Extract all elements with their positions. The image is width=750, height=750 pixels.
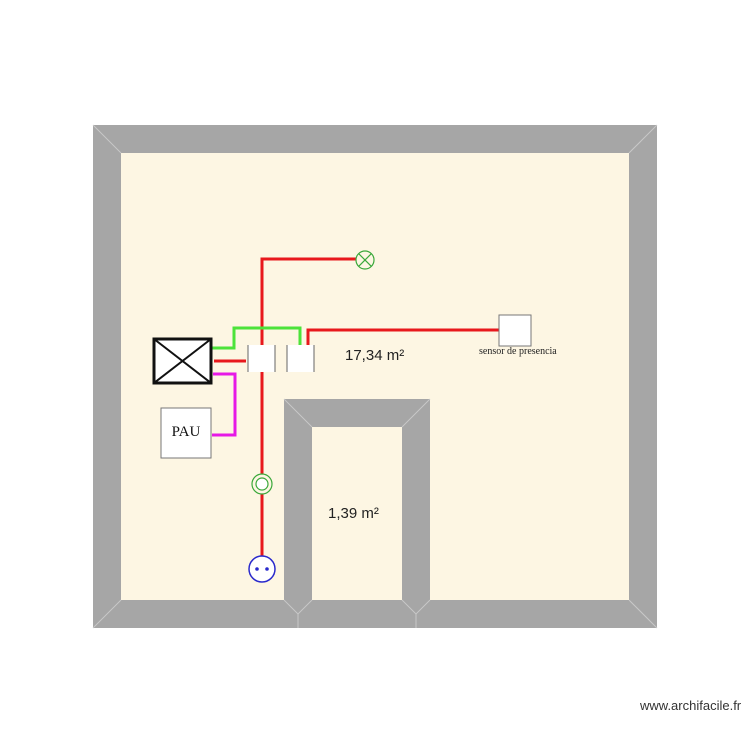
green-circuit bbox=[212, 326, 302, 350]
pau-box[interactable] bbox=[160, 407, 212, 459]
red-circuit-sensor bbox=[306, 328, 500, 345]
power-outlet-icon[interactable] bbox=[248, 555, 276, 583]
pau-label: PAU bbox=[171, 424, 201, 440]
wall-joints bbox=[92, 124, 658, 629]
small-room-area-label: 1,39 m² bbox=[328, 505, 379, 522]
red-circuit-light bbox=[260, 257, 357, 345]
main-room-area-label: 17,34 m² bbox=[345, 347, 405, 364]
presence-sensor-icon[interactable] bbox=[498, 314, 532, 347]
switch-block[interactable] bbox=[247, 345, 315, 372]
switch-2[interactable] bbox=[287, 345, 314, 372]
switch-1[interactable] bbox=[248, 345, 275, 372]
small-room-floor bbox=[312, 427, 402, 600]
electrical-panel-icon[interactable] bbox=[152, 337, 213, 385]
watermark[interactable]: www.archifacile.fr bbox=[640, 698, 742, 713]
walls bbox=[92, 124, 658, 629]
circuits bbox=[212, 257, 500, 557]
wall-light-icon[interactable] bbox=[251, 473, 273, 495]
ceiling-light-icon[interactable] bbox=[355, 250, 375, 270]
sensor-label: sensor de presencia bbox=[479, 346, 557, 357]
magenta-circuit bbox=[212, 372, 237, 437]
